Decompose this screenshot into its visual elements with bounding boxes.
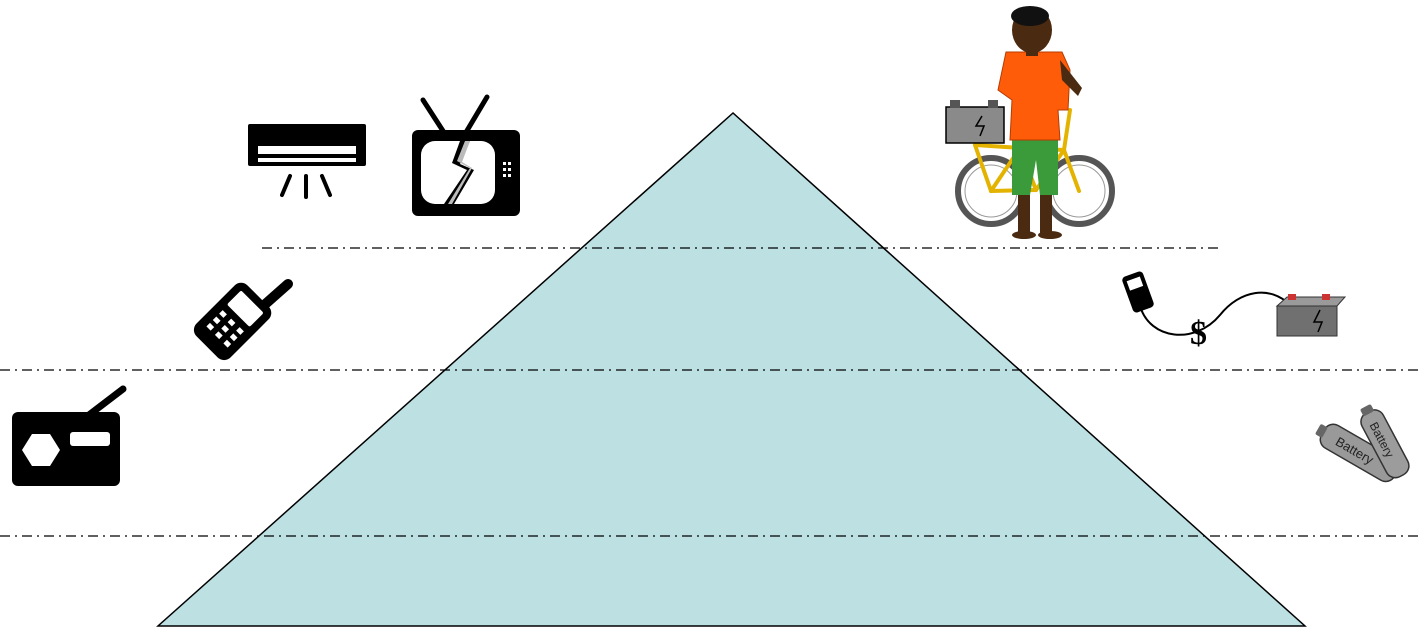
air-conditioner-icon [248, 124, 366, 199]
phone-charging-from-battery-icon: $ [1122, 271, 1347, 352]
batteries-icon: Battery Battery [1315, 404, 1410, 483]
svg-text:$: $ [1190, 315, 1207, 352]
radio-icon [12, 385, 127, 486]
television-icon [412, 94, 520, 216]
mobile-phone-icon [193, 279, 293, 361]
man-with-bicycle-and-car-battery-icon [945, 6, 1115, 239]
